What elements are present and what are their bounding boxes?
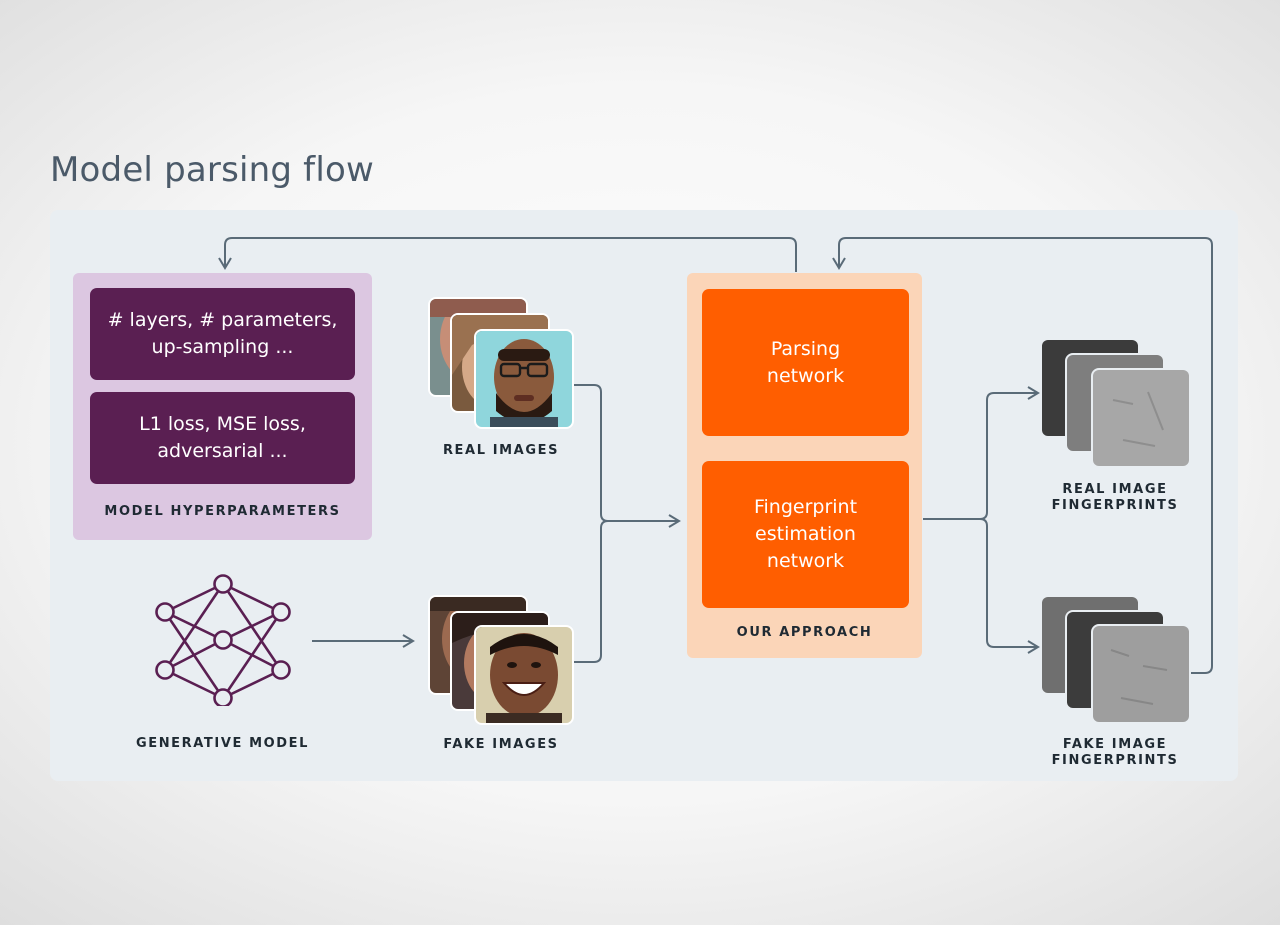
hyperparameter-architecture: # layers, # parameters, up-sampling ...: [90, 288, 355, 380]
our-approach-label: OUR APPROACH: [736, 625, 873, 640]
real-fingerprint-front: [1093, 370, 1189, 466]
generative-model-label: GENERATIVE MODEL: [135, 736, 310, 751]
real-images-label: REAL IMAGES: [442, 443, 560, 458]
fake-images-label: FAKE IMAGES: [443, 737, 559, 752]
neural-network-icon: [155, 574, 291, 706]
arrow-approach-to-fake-fingerprints: [979, 518, 1040, 654]
real-image-front: [476, 331, 572, 427]
arrow-approach-to-real-fingerprints: [923, 386, 1040, 520]
parsing-network: Parsing network: [702, 289, 909, 436]
fake-fingerprint-front: [1093, 626, 1189, 722]
arrow-fake-to-approach: [574, 520, 609, 663]
arrow-real-to-approach: [574, 384, 681, 528]
fingerprint-estimation-network: Fingerprint estimation network: [702, 461, 909, 608]
page-title: Model parsing flow: [50, 150, 375, 190]
fake-image-front: [476, 627, 572, 723]
real-image-fingerprints-label: REAL IMAGE FINGERPRINTS: [1051, 482, 1179, 513]
feedback-arrow-to-approach: [832, 237, 1213, 674]
feedback-arrow-to-hyperparameters: [218, 237, 797, 272]
fake-image-fingerprints-label: FAKE IMAGE FINGERPRINTS: [1051, 737, 1179, 768]
model-hyperparameters-label: MODEL HYPERPARAMETERS: [104, 504, 341, 519]
hyperparameter-loss: L1 loss, MSE loss, adversarial ...: [90, 392, 355, 484]
